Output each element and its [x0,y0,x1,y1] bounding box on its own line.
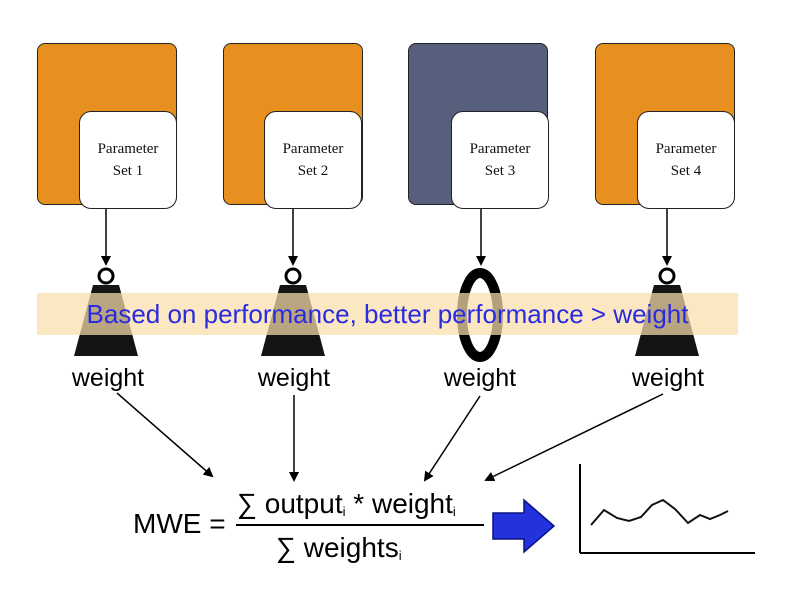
denominator-term-weights: weights [303,532,399,563]
weight-label-1: weight [71,364,145,392]
right-arrow-icon [492,498,556,554]
performance-banner [37,293,738,335]
weight-label-2: weight [257,364,331,392]
sum-symbol: ∑ [237,488,257,519]
parameter-set-2-line1: Parameter [282,141,344,157]
parameter-set-3-line1: Parameter [469,141,531,157]
denominator-sub: i [398,548,402,563]
parameter-set-4-line2: Set 4 [670,163,702,179]
converge-arrow-1 [116,392,214,478]
formula-numerator: ∑ outputi * weighti [237,488,456,520]
numerator-sub-output: i [342,504,346,519]
converge-arrow-4 [484,393,664,482]
numerator-sub-weight: i [452,504,456,519]
formula-denominator: ∑ weightsi [276,532,402,564]
parameter-set-1-line1: Parameter [97,141,159,157]
parameter-set-1-line2: Set 1 [112,163,144,179]
weight-label-4: weight [631,364,705,392]
formula-lhs: MWE = [133,508,226,539]
performance-banner-text: Based on performance, better performance… [86,299,689,329]
sum-symbol: ∑ [276,532,296,563]
weight-label-3: weight [443,364,517,392]
numerator-term-output: output [264,488,343,519]
parameter-set-4-line1: Parameter [655,141,717,157]
converge-arrow-3 [423,395,481,482]
parameter-set-1: Parameter Set 1 [79,111,177,209]
parameter-set-4: Parameter Set 4 [637,111,735,209]
parameter-set-3: Parameter Set 3 [451,111,549,209]
multiply-operator: * [353,488,365,519]
line-plot-icon [579,464,755,554]
parameter-set-3-line2: Set 3 [484,163,516,179]
parameter-set-2-line2: Set 2 [297,163,329,179]
numerator-term-weight: weight [371,488,453,519]
parameter-set-2: Parameter Set 2 [264,111,362,209]
